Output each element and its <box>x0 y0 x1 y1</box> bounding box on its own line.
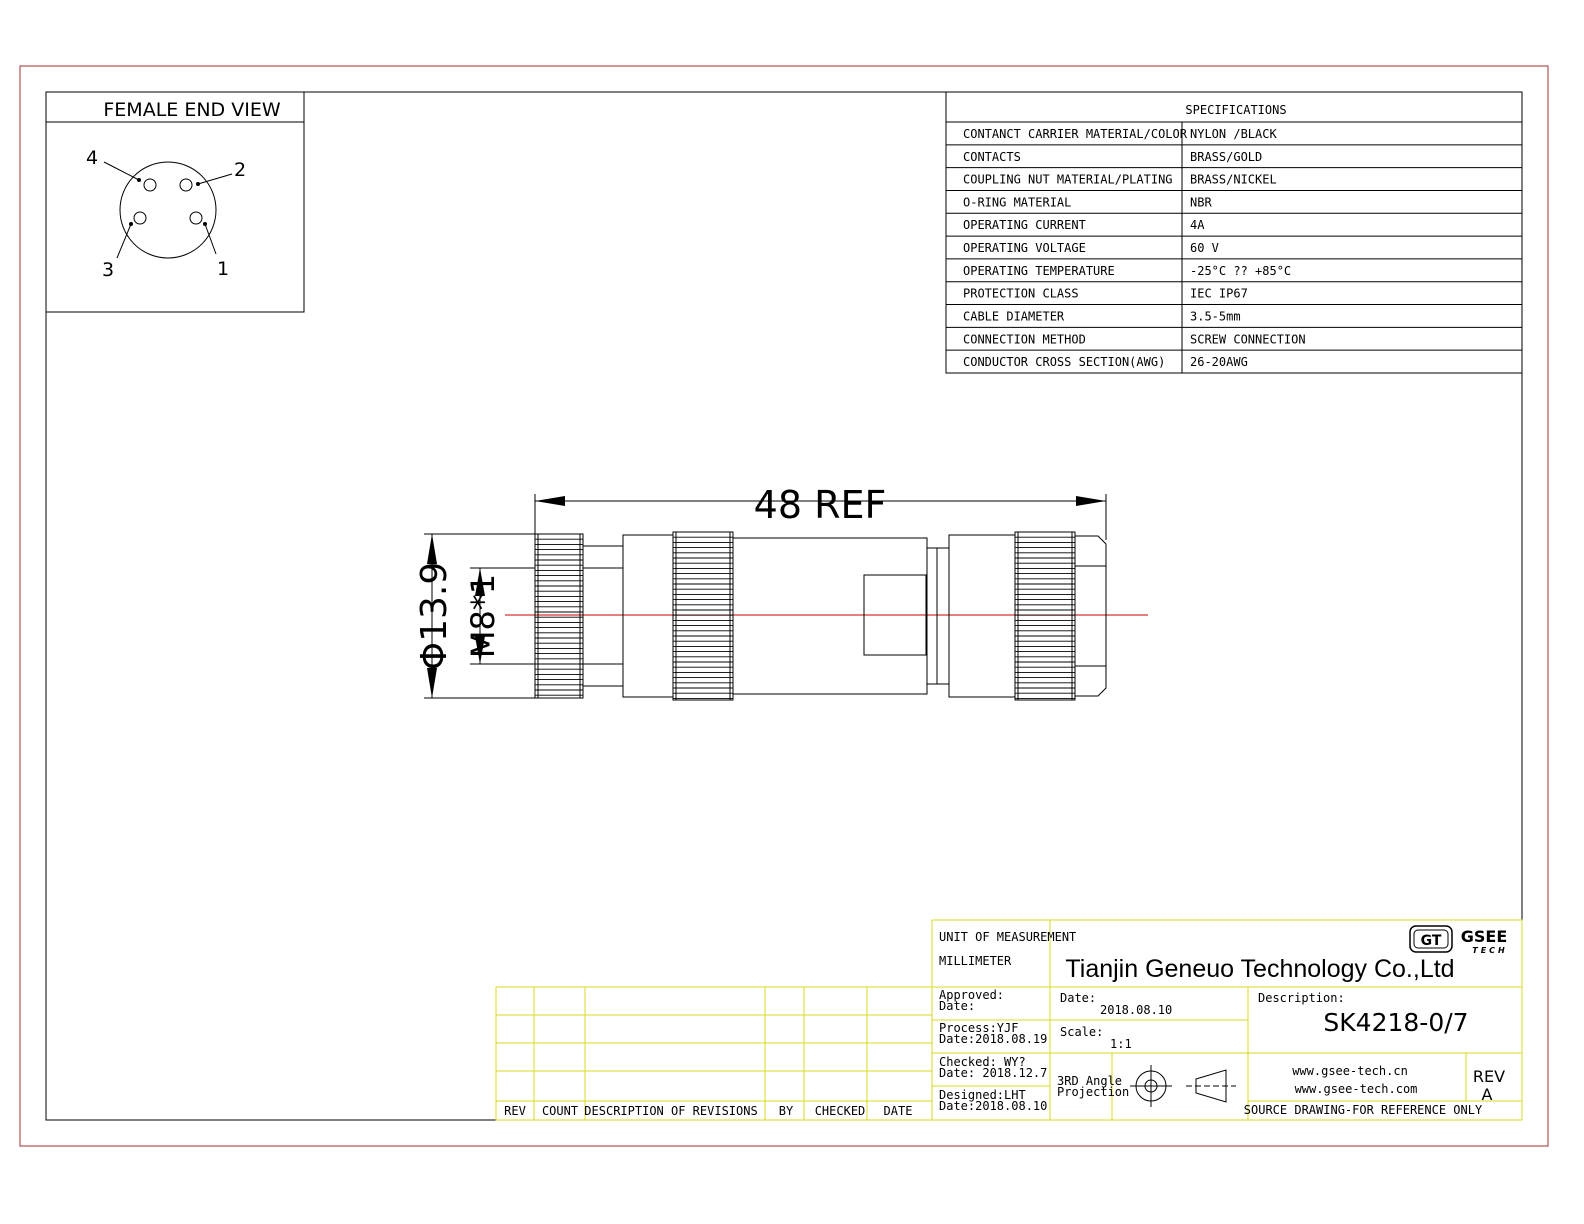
process-label: Process:YJF <box>939 1021 1018 1035</box>
logo-text: GSEE <box>1461 927 1508 946</box>
logo-mark: GT <box>1421 933 1442 949</box>
spec-value: IEC IP67 <box>1190 287 1248 301</box>
checked-header: CHECKED <box>815 1104 866 1118</box>
main-housing <box>732 537 928 695</box>
spec-label: OPERATING CURRENT <box>963 218 1086 232</box>
website-com: www.gsee-tech.com <box>1295 1082 1418 1096</box>
scale-label: Scale: <box>1060 1025 1103 1039</box>
scale-value: 1:1 <box>1110 1037 1132 1051</box>
process-date: Date:2018.08.19 <box>939 1032 1047 1046</box>
spec-label: CONDUCTOR CROSS SECTION(AWG) <box>963 355 1165 369</box>
pin-label-1: 1 <box>217 258 229 280</box>
pin-hole-2 <box>179 178 193 192</box>
date-value: 2018.08.10 <box>1100 1003 1172 1017</box>
dimensions: 48 REF Φ13.9 M8*1 <box>414 483 1107 699</box>
dimension-thread: M8*1 <box>464 574 502 658</box>
spec-label: COUPLING NUT MATERIAL/PLATING <box>963 173 1173 187</box>
middle-knurled-nut <box>672 531 734 701</box>
source-note: SOURCE DRAWING-FOR REFERENCE ONLY <box>1244 1103 1483 1117</box>
designed-label: Designed:LHT <box>939 1088 1026 1102</box>
spec-label: CONNECTION METHOD <box>963 332 1086 346</box>
spec-value: 26-20AWG <box>1190 355 1248 369</box>
connector-side-view <box>505 531 1148 701</box>
spec-value: BRASS/NICKEL <box>1190 173 1277 187</box>
dimension-length: 48 REF <box>754 483 887 527</box>
projection-line-1: 3RD Angle <box>1057 1074 1122 1088</box>
checked-label: Checked: WY? <box>939 1055 1026 1069</box>
spec-label: PROTECTION CLASS <box>963 287 1079 301</box>
company-name: Tianjin Geneuo Technology Co.,Ltd <box>1065 955 1454 983</box>
pin-hole-1 <box>189 211 203 225</box>
spec-value: 4A <box>1190 218 1205 232</box>
rear-body <box>948 534 1016 698</box>
description-label: Description: <box>1258 991 1345 1005</box>
rev-label: REV <box>1473 1067 1505 1086</box>
date-header: DATE <box>884 1104 913 1118</box>
by-header: BY <box>779 1104 794 1118</box>
description-header: DESCRIPTION OF REVISIONS <box>584 1104 757 1118</box>
date-label: Date: <box>1060 991 1096 1005</box>
rev-value: A <box>1482 1085 1493 1104</box>
spec-label: O-RING MATERIAL <box>963 195 1071 209</box>
specifications-title: SPECIFICATIONS <box>1185 103 1286 117</box>
unit-of-measurement-value: MILLIMETER <box>939 954 1012 968</box>
designed-date: Date:2018.08.10 <box>939 1099 1047 1113</box>
housing-window <box>863 574 927 656</box>
spec-label: CONTANCT CARRIER MATERIAL/COLOR <box>963 127 1188 141</box>
pin-label-2: 2 <box>234 159 246 181</box>
spec-label: CONTACTS <box>963 150 1021 164</box>
spec-value: 60 V <box>1190 241 1219 255</box>
approved-label: Approved: <box>939 988 1004 1002</box>
pin-hole-4 <box>143 178 157 192</box>
gsee-logo: GT GSEE TECH <box>1409 925 1508 955</box>
count-header: COUNT <box>542 1104 578 1118</box>
coupling-body <box>622 534 674 698</box>
rev-header: REV <box>504 1104 526 1118</box>
female-end-view: FEMALE END VIEW 4 2 3 1 <box>45 91 305 313</box>
front-knurled-nut <box>534 533 584 699</box>
pin-label-4: 4 <box>86 147 98 169</box>
spec-value: BRASS/GOLD <box>1190 150 1262 164</box>
pin-label-3: 3 <box>102 259 114 281</box>
revision-table-headers: REV COUNT DESCRIPTION OF REVISIONS BY CH… <box>504 1104 912 1118</box>
logo-subtext: TECH <box>1472 946 1508 955</box>
spec-value: SCREW CONNECTION <box>1190 332 1306 346</box>
rear-knurled-nut <box>1014 531 1076 701</box>
checked-date: Date: 2018.12.7 <box>939 1066 1047 1080</box>
spec-label: CABLE DIAMETER <box>963 310 1065 324</box>
title-block: UNIT OF MEASUREMENT MILLIMETER GT GSEE T… <box>931 919 1523 1121</box>
part-number: SK4218-0/7 <box>1323 1008 1468 1037</box>
projection-line-2: Projection <box>1057 1085 1129 1099</box>
spec-label: OPERATING VOLTAGE <box>963 241 1086 255</box>
spec-value: 3.5-5mm <box>1190 310 1241 324</box>
pin-hole-3 <box>133 211 147 225</box>
outer-frame <box>19 65 1549 1147</box>
approved-date: Date: <box>939 999 975 1013</box>
specifications-table: SPECIFICATIONS CONTANCT CARRIER MATERIAL… <box>945 91 1523 374</box>
revision-table <box>495 986 933 1121</box>
spec-label: OPERATING TEMPERATURE <box>963 264 1115 278</box>
connector-face <box>119 161 217 259</box>
third-angle-projection-symbol <box>1130 1065 1236 1107</box>
thread-neck <box>582 545 624 687</box>
website-cn: www.gsee-tech.cn <box>1292 1064 1408 1078</box>
unit-of-measurement-label: UNIT OF MEASUREMENT <box>939 930 1076 944</box>
spec-value: -25°C ?? +85°C <box>1190 264 1291 278</box>
spec-value: NYLON /BLACK <box>1190 127 1277 141</box>
dimension-outer-diameter: Φ13.9 <box>414 562 455 671</box>
cable-end-cap <box>1074 535 1107 697</box>
female-end-view-title: FEMALE END VIEW <box>103 99 280 121</box>
spec-value: NBR <box>1190 195 1212 209</box>
